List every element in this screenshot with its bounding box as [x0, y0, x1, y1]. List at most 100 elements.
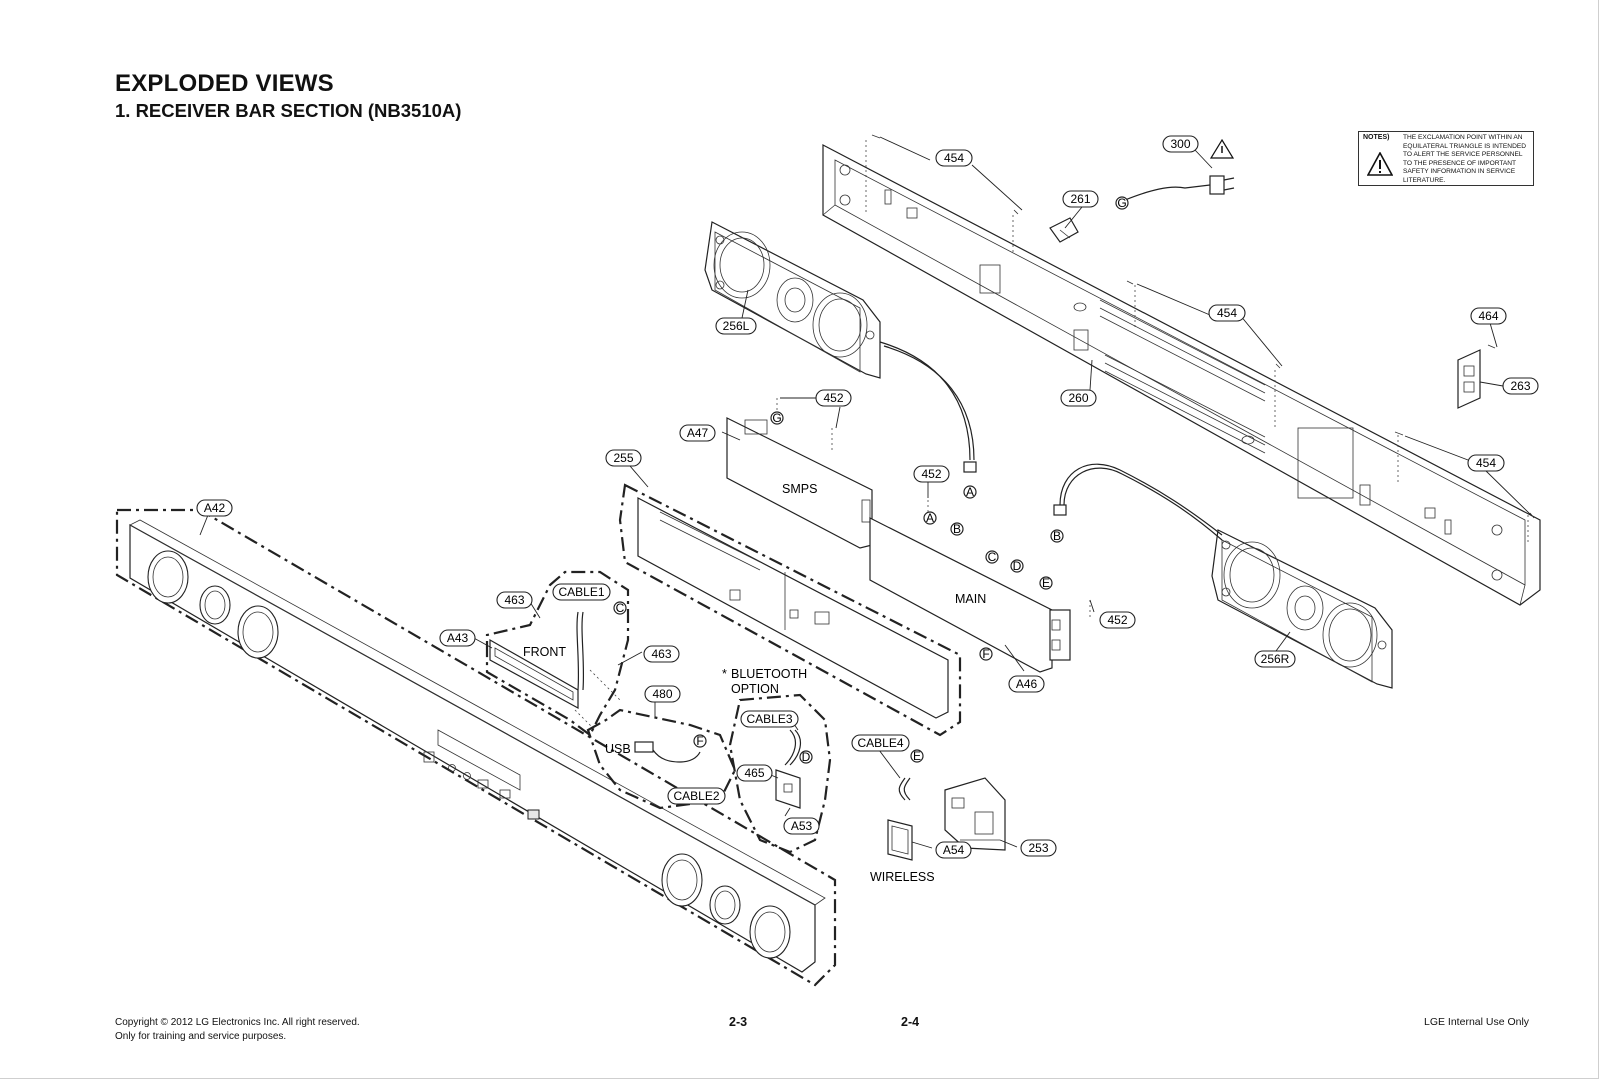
svg-text:A: A	[926, 511, 934, 525]
callout-465: 465	[736, 764, 773, 782]
svg-text:454: 454	[944, 151, 964, 165]
jack-plate-263	[1457, 344, 1496, 409]
svg-text:D: D	[1013, 559, 1022, 573]
callout-452-smps: 452	[815, 389, 852, 407]
svg-text:263: 263	[1510, 379, 1530, 393]
callout-255: 255	[605, 449, 642, 467]
svg-text:253: 253	[1028, 841, 1048, 855]
usb-board-cable2	[586, 708, 737, 810]
connector-G-smps: G	[770, 411, 784, 425]
callout-464: 464	[1470, 307, 1507, 325]
callout-A42: A42	[196, 499, 233, 517]
svg-text:CABLE1: CABLE1	[558, 585, 604, 599]
svg-text:463: 463	[504, 593, 524, 607]
svg-text:D: D	[802, 750, 811, 764]
svg-text:A46: A46	[1016, 677, 1038, 691]
svg-text:CABLE3: CABLE3	[746, 712, 792, 726]
svg-text:B: B	[1053, 529, 1061, 543]
svg-text:463: 463	[651, 647, 671, 661]
label-bluetooth-star: *	[722, 667, 727, 681]
callout-CABLE1: CABLE1	[552, 583, 611, 601]
svg-text:256R: 256R	[1261, 652, 1290, 666]
speaker-256R	[1053, 463, 1393, 689]
label-usb: USB	[605, 742, 631, 756]
svg-text:CABLE4: CABLE4	[857, 736, 903, 750]
callout-454-right: 454	[1467, 454, 1505, 472]
warning-triangle-icon	[1209, 138, 1235, 159]
svg-text:255: 255	[613, 451, 633, 465]
screws-454	[871, 134, 1535, 519]
svg-text:A54: A54	[943, 843, 965, 857]
callout-452-a46: 452	[1099, 611, 1136, 629]
connector-C-front: C	[613, 601, 627, 615]
callout-A47: A47	[679, 424, 716, 442]
connector-A-main: A	[923, 511, 937, 525]
callout-253: 253	[1020, 839, 1057, 857]
bluetooth-option-A53	[728, 693, 832, 854]
svg-text:A47: A47	[687, 426, 709, 440]
svg-text:A43: A43	[447, 631, 469, 645]
callout-256R: 256R	[1254, 650, 1296, 668]
label-smps: SMPS	[782, 482, 817, 496]
connector-C-main: C	[985, 550, 999, 564]
connector-E-main: E	[1039, 576, 1053, 590]
svg-text:465: 465	[744, 766, 764, 780]
callout-CABLE4: CABLE4	[851, 734, 910, 752]
speaker-256L	[704, 221, 977, 473]
svg-text:G: G	[772, 411, 781, 425]
svg-text:300: 300	[1170, 137, 1190, 151]
svg-text:260: 260	[1068, 391, 1088, 405]
internal-use-text: LGE Internal Use Only	[1424, 1016, 1530, 1028]
callout-A54: A54	[935, 841, 972, 859]
connector-B-speaker: B	[1050, 529, 1064, 543]
footer-copyright: Copyright © 2012 LG Electronics Inc. All…	[115, 1016, 360, 1043]
svg-text:464: 464	[1478, 309, 1498, 323]
callout-263: 263	[1502, 377, 1539, 395]
svg-text:454: 454	[1476, 456, 1496, 470]
svg-text:G: G	[1117, 196, 1126, 210]
page-number-left: 2-3	[729, 1015, 748, 1029]
svg-text:480: 480	[652, 687, 672, 701]
connector-F-main: F	[979, 647, 993, 661]
connector-markers: G G A A B B C D	[613, 196, 1129, 764]
callout-480: 480	[644, 685, 681, 703]
svg-text:256L: 256L	[723, 319, 750, 333]
callout-A53: A53	[783, 817, 820, 835]
svg-text:B: B	[953, 522, 961, 536]
callout-256L: 256L	[715, 317, 757, 335]
svg-text:452: 452	[1107, 613, 1127, 627]
svg-text:A42: A42	[204, 501, 226, 515]
label-main: MAIN	[955, 592, 986, 606]
rear-cabinet-260	[822, 140, 1541, 606]
front-panel-A42	[115, 508, 837, 987]
connector-B-main: B	[950, 522, 964, 536]
callout-300: 300	[1162, 135, 1199, 153]
callout-452-main: 452	[913, 465, 950, 483]
label-wireless: WIRELESS	[870, 870, 935, 884]
callout-261: 261	[1062, 190, 1099, 208]
section-subtitle: 1. RECEIVER BAR SECTION (NB3510A)	[115, 100, 462, 121]
main-board-A46	[869, 500, 1091, 673]
label-option: OPTION	[731, 682, 779, 696]
svg-text:261: 261	[1070, 192, 1090, 206]
svg-text:452: 452	[921, 467, 941, 481]
svg-text:454: 454	[1217, 306, 1237, 320]
smps-board-A47	[726, 398, 873, 549]
safety-notes-box: NOTES) THE EXCLAMATION POINT WITHIN AN E…	[1358, 131, 1534, 186]
front-board-A43	[485, 570, 630, 737]
svg-text:CABLE2: CABLE2	[673, 789, 719, 803]
page-number-right: 2-4	[901, 1015, 920, 1029]
callout-454-mid: 454	[1208, 304, 1246, 322]
callout-463-usb: 463	[643, 645, 680, 663]
connector-E-wireless: E	[910, 749, 924, 763]
callout-463-front: 463	[496, 591, 533, 609]
svg-text:452: 452	[823, 391, 843, 405]
wireless-module-A54-253	[887, 777, 1006, 861]
connector-D-bluetooth: D	[799, 750, 813, 764]
label-bluetooth: BLUETOOTH	[731, 667, 807, 681]
label-front: FRONT	[523, 645, 566, 659]
connector-D-main: D	[1010, 559, 1024, 573]
callout-CABLE3: CABLE3	[740, 710, 799, 728]
